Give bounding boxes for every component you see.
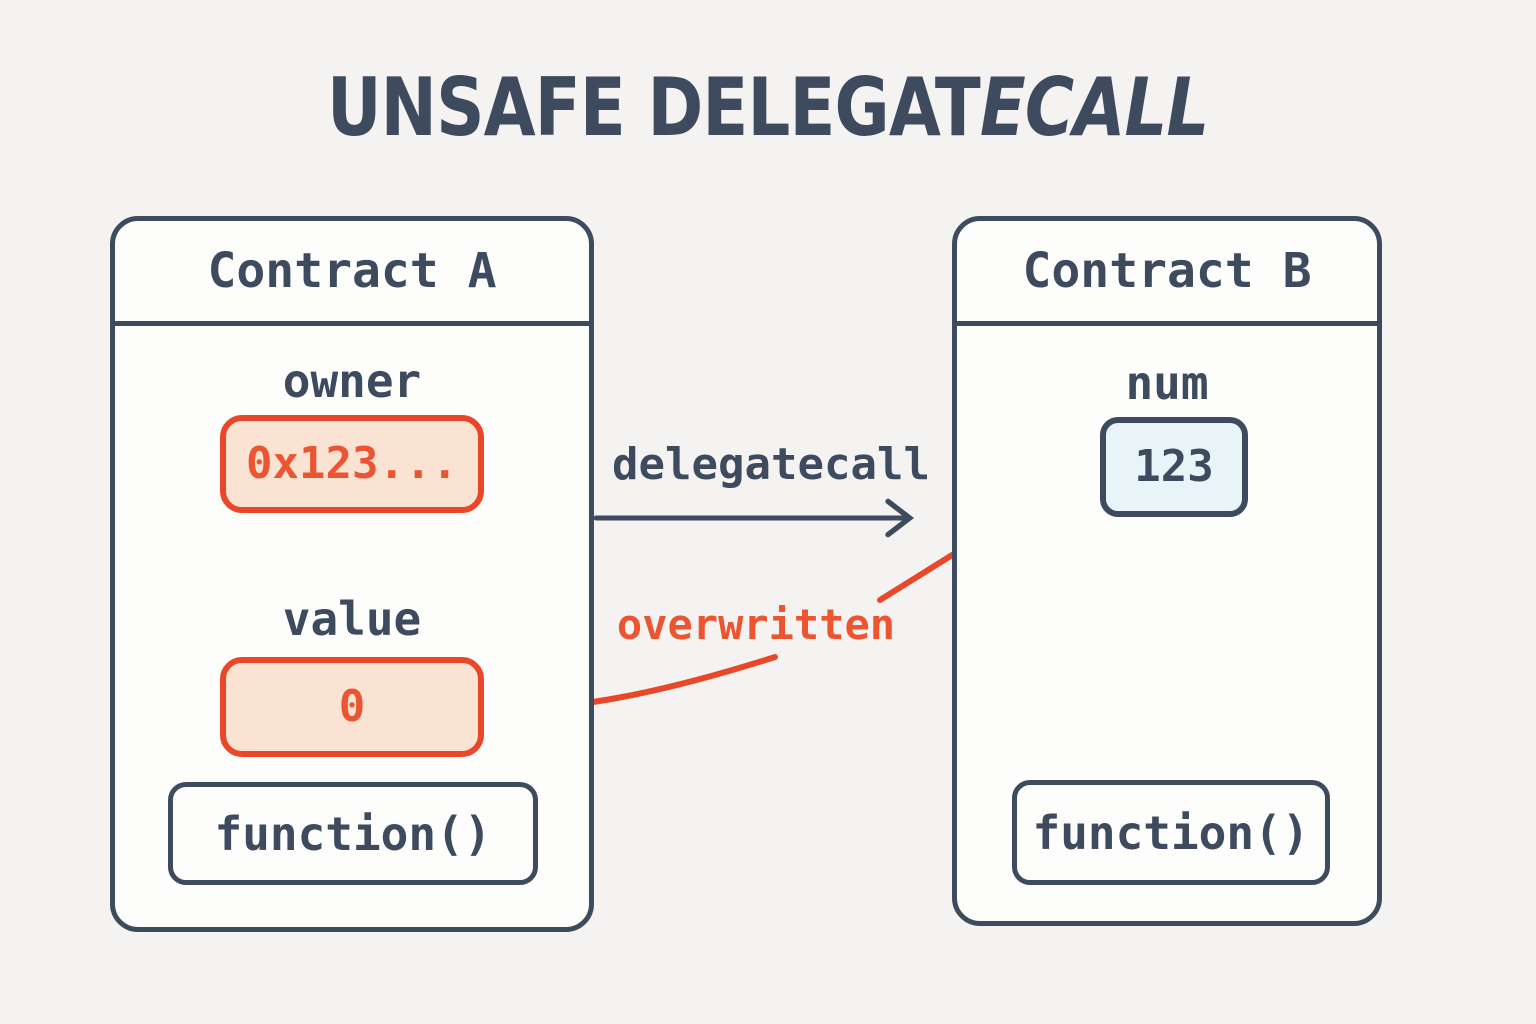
contract-b-function-box: function() <box>1012 780 1330 885</box>
page-title: UNSAFE DELEGATECALL <box>0 68 1536 148</box>
overwritten-label: overwritten <box>616 600 896 649</box>
owner-value: 0x123... <box>246 438 458 489</box>
contract-a-function-label: function() <box>214 806 492 861</box>
contract-b-title: Contract B <box>1022 243 1312 299</box>
num-value-box: 123 <box>1100 417 1248 517</box>
value-label: value <box>282 592 422 646</box>
num-value: 123 <box>1134 441 1214 492</box>
value-value: 0 <box>338 681 366 732</box>
contract-b-header: Contract B <box>957 221 1377 326</box>
value-value-box: 0 <box>220 657 484 757</box>
title-italic: ECALL <box>980 61 1210 154</box>
contract-a-title: Contract A <box>207 243 497 299</box>
owner-value-box: 0x123... <box>220 415 484 513</box>
owner-label: owner <box>282 354 422 408</box>
num-label: num <box>1125 356 1209 410</box>
contract-a-function-box: function() <box>168 782 538 885</box>
title-regular: UNSAFE DELEGAT <box>327 61 981 154</box>
contract-a-header: Contract A <box>115 221 589 326</box>
delegatecall-label: delegatecall <box>612 439 930 490</box>
contract-b-function-label: function() <box>1032 805 1310 860</box>
